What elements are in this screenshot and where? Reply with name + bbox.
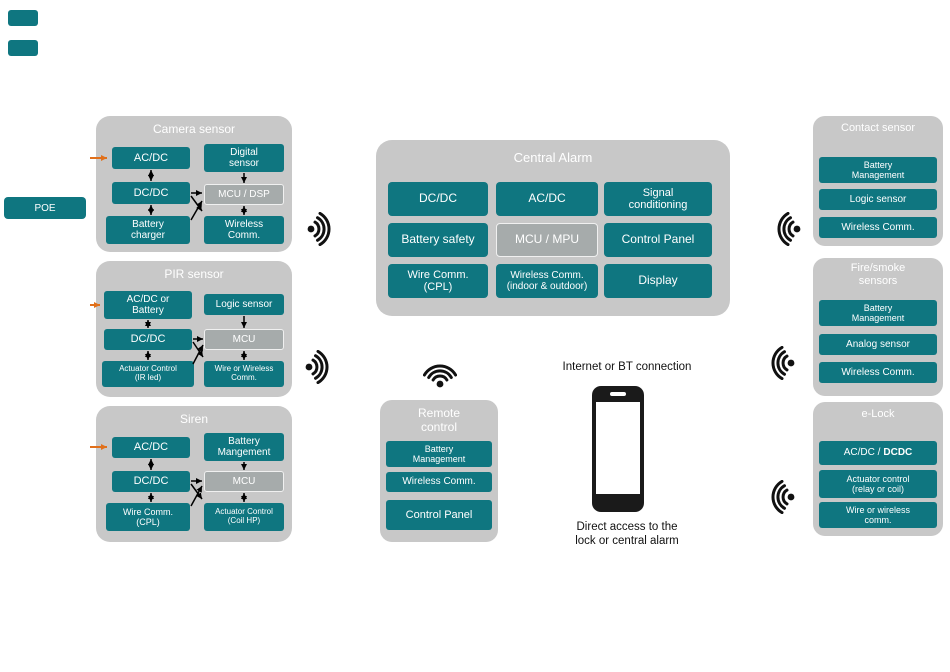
camera-battery-charger-box: Battery charger <box>106 216 190 244</box>
pir-mcu-box: MCU <box>204 329 284 350</box>
elock-acdc-dcdc: DCDC <box>883 447 913 459</box>
central-signal-conditioning-box: Signal conditioning <box>604 182 712 216</box>
wifi-icon-contact <box>777 212 801 246</box>
siren-mcu-box: MCU <box>204 471 284 492</box>
camera-digital-sensor-box: Digital sensor <box>204 144 284 172</box>
fire-smoke-title: Fire/smoke sensors <box>850 262 906 288</box>
remote-battery-management-box: Battery Management <box>386 441 492 467</box>
elock-actuator-control-box: Actuator control (relay or coil) <box>819 470 937 498</box>
central-alarm-group: Central Alarm DC/DC AC/DC Signal conditi… <box>376 140 730 316</box>
elock-acdc-box: AC/DC / DCDC <box>819 441 937 465</box>
elock-group: e-Lock AC/DC / DCDC Actuator control (re… <box>813 402 943 536</box>
central-mcu-mpu-box: MCU / MPU <box>496 223 598 257</box>
pir-wire-wireless-box: Wire or Wireless Comm. <box>204 361 284 387</box>
fire-battery-management-box: Battery Management <box>819 300 937 326</box>
remote-control-group: Remote control Battery Management Wirele… <box>380 400 498 542</box>
direct-access-label: Direct access to the lock or central ala… <box>575 521 679 548</box>
fire-wireless-comm-box: Wireless Comm. <box>819 362 937 383</box>
pir-sensor-title: PIR sensor <box>164 267 224 281</box>
fire-analog-sensor-box: Analog sensor <box>819 334 937 355</box>
central-dcdc-box: DC/DC <box>388 182 488 216</box>
siren-group: Siren AC/DC Battery Mangement DC/DC MCU … <box>96 406 292 542</box>
contact-battery-management-box: Battery Management <box>819 157 937 183</box>
wifi-icon-pir <box>305 350 329 384</box>
wifi-icon-elock <box>771 480 795 514</box>
central-wire-comm-box: Wire Comm. (CPL) <box>388 264 488 298</box>
siren-wire-comm-box: Wire Comm. (CPL) <box>106 503 190 531</box>
poe-box: POE <box>4 197 86 219</box>
remote-control-title: Remote control <box>417 406 461 435</box>
central-acdc-box: AC/DC <box>496 182 598 216</box>
decor-rect-second <box>8 40 38 56</box>
camera-sensor-group: Camera sensor AC/DC Digital sensor DC/DC… <box>96 116 292 252</box>
contact-wireless-comm-box: Wireless Comm. <box>819 217 937 238</box>
siren-battery-mangement-box: Battery Mangement <box>204 433 284 461</box>
camera-wireless-comm-box: Wireless Comm. <box>204 216 284 244</box>
siren-title: Siren <box>179 412 208 426</box>
camera-sensor-title: Camera sensor <box>152 122 236 136</box>
camera-mcu-dsp-box: MCU / DSP <box>204 184 284 205</box>
elock-title: e-Lock <box>861 408 895 420</box>
remote-wireless-comm-box: Wireless Comm. <box>386 472 492 492</box>
central-wireless-comm-box: Wireless Comm. (indoor & outdoor) <box>496 264 598 298</box>
remote-control-panel-box: Control Panel <box>386 500 492 530</box>
contact-sensor-group: Contact sensor Battery Management Logic … <box>813 116 943 246</box>
contact-sensor-title: Contact sensor <box>841 122 915 134</box>
central-battery-safety-box: Battery safety <box>388 223 488 257</box>
camera-acdc-box: AC/DC <box>112 147 190 169</box>
fire-smoke-group: Fire/smoke sensors Battery Management An… <box>813 258 943 396</box>
pir-acdc-battery-box: AC/DC or Battery <box>104 291 192 319</box>
wifi-icon-fire <box>771 346 795 380</box>
central-alarm-title: Central Alarm <box>513 150 593 165</box>
decor-rect-top <box>8 10 38 26</box>
internet-bt-label: Internet or BT connection <box>562 361 692 373</box>
elock-acdc-prefix: AC/DC / <box>843 447 881 459</box>
contact-logic-sensor-box: Logic sensor <box>819 189 937 210</box>
pir-logic-sensor-box: Logic sensor <box>204 294 284 315</box>
smartphone-icon <box>592 386 644 512</box>
pir-dcdc-box: DC/DC <box>104 329 192 350</box>
siren-actuator-control-box: Actuator Control (Coil HP) <box>204 503 284 531</box>
pir-actuator-control-box: Actuator Control (IR led) <box>102 361 194 387</box>
elock-wire-wireless-box: Wire or wireless comm. <box>819 502 937 528</box>
siren-acdc-box: AC/DC <box>112 437 190 458</box>
wifi-icon-camera <box>307 212 331 246</box>
wifi-icon-remote <box>423 364 457 388</box>
pir-sensor-group: PIR sensor AC/DC or Battery Logic sensor… <box>96 261 292 397</box>
siren-dcdc-box: DC/DC <box>112 471 190 492</box>
central-control-panel-box: Control Panel <box>604 223 712 257</box>
central-display-box: Display <box>604 264 712 298</box>
camera-dcdc-box: DC/DC <box>112 182 190 204</box>
